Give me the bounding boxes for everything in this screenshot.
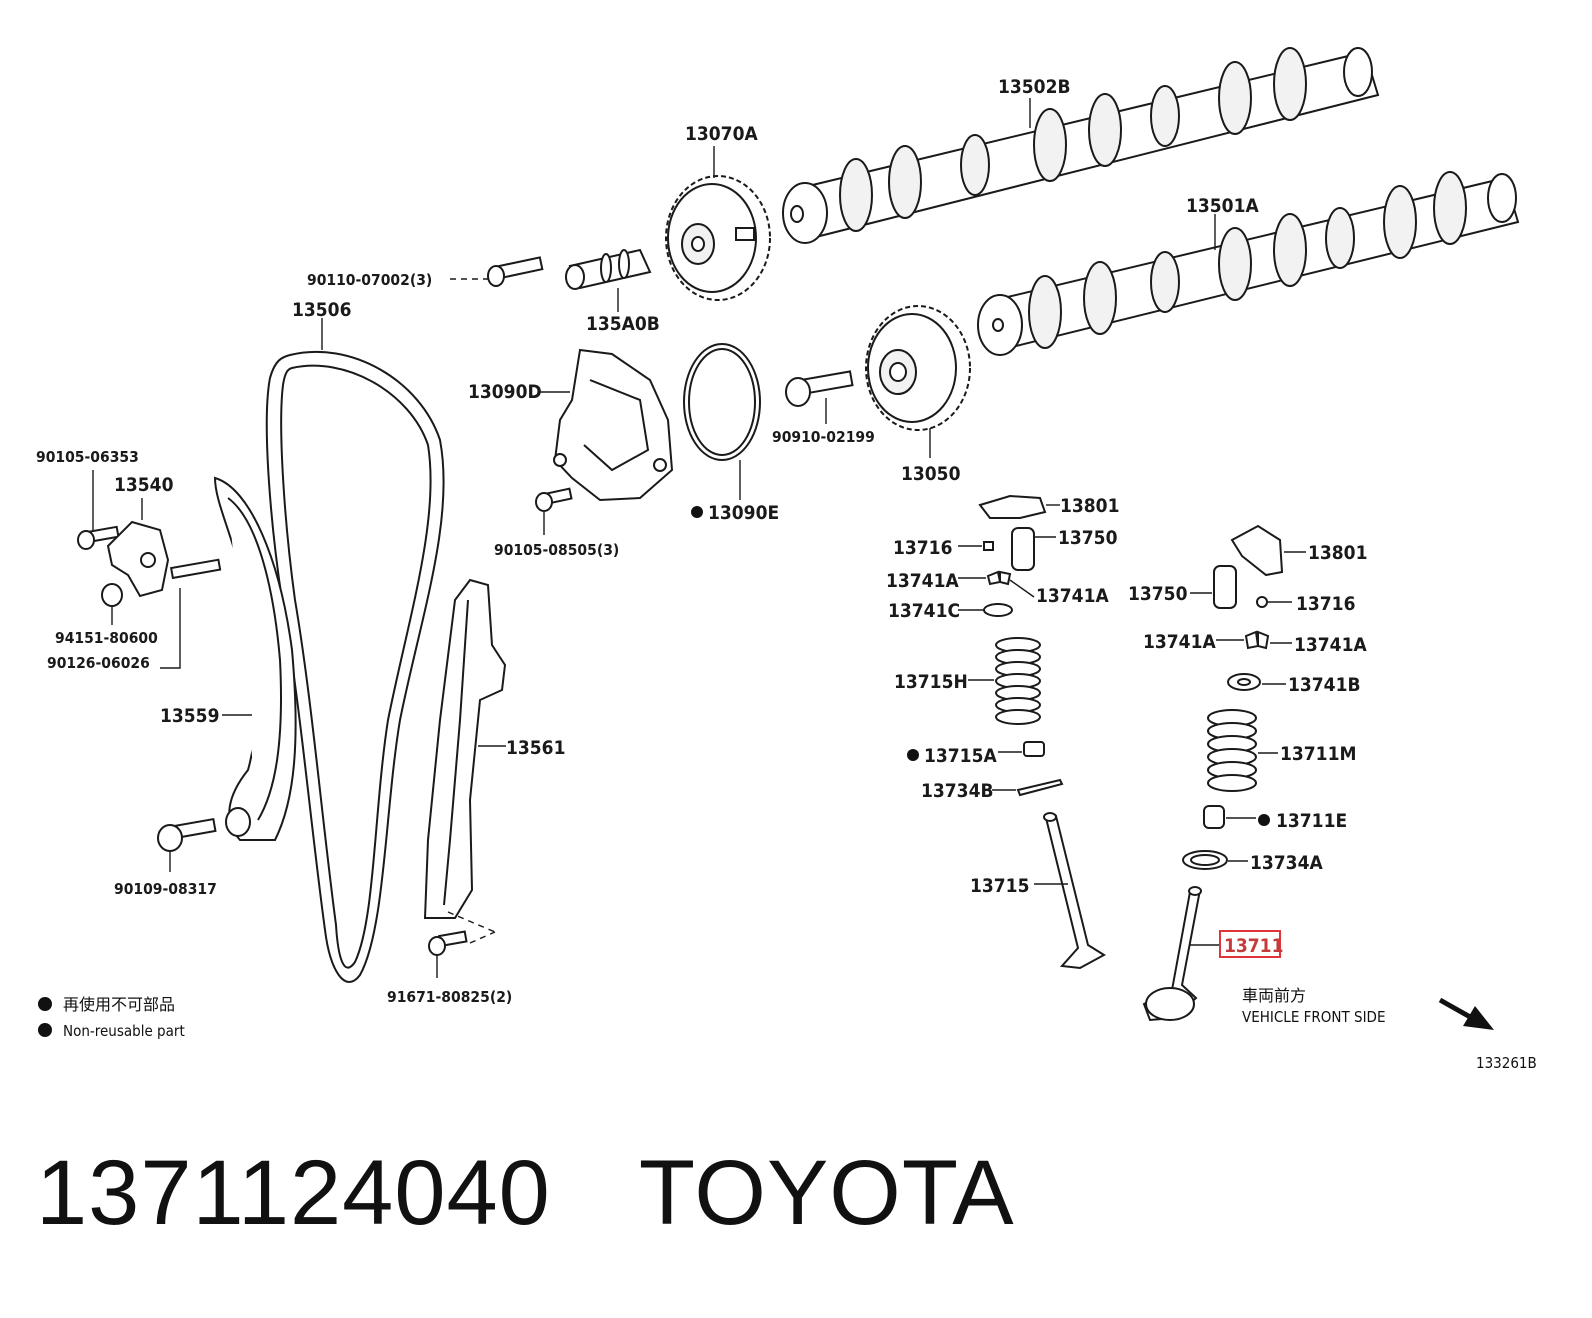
label-13750-right[interactable]: 13750 (1128, 583, 1188, 605)
direction-en: VEHICLE FRONT SIDE (1242, 1008, 1385, 1026)
non-reusable-dot-13711e (1258, 814, 1270, 826)
timing-chain-13506 (265, 318, 445, 983)
label-13741a-left-a[interactable]: 13741A (886, 570, 959, 592)
brand-name: TOYOTA (638, 1141, 1015, 1244)
label-91671-80825[interactable]: 91671-80825(2) (387, 988, 512, 1006)
label-13716-left[interactable]: 13716 (893, 537, 952, 559)
direction-jp: 車両前方 (1242, 986, 1306, 1005)
label-13090d[interactable]: 13090D (468, 381, 542, 403)
label-13715a[interactable]: 13715A (924, 745, 997, 767)
label-90110-07002[interactable]: 90110-07002(3) (307, 271, 432, 289)
chain-slipper-13559 (213, 476, 297, 841)
lifter-right (1213, 565, 1237, 609)
lifter-left (1011, 527, 1035, 571)
nut-94151-80600 (101, 583, 123, 607)
vvt-gear-13050 (865, 305, 971, 458)
valve-13711 (1142, 886, 1220, 1022)
label-13715h[interactable]: 13715H (894, 671, 968, 693)
chain-guide-13561 (423, 578, 507, 919)
label-13716-right[interactable]: 13716 (1296, 593, 1355, 615)
legend-jp: 再使用不可部品 (63, 995, 175, 1014)
camshaft-13502b (782, 47, 1380, 244)
legend-en: Non-reusable part (63, 1022, 185, 1040)
retainer-13741c (983, 603, 1013, 617)
label-13711[interactable]: 13711 (1224, 935, 1283, 957)
label-13561[interactable]: 13561 (506, 737, 565, 759)
label-13750-left[interactable]: 13750 (1058, 527, 1118, 549)
footer: 1371124040 TOYOTA (36, 1138, 1015, 1248)
label-13715[interactable]: 13715 (970, 875, 1029, 897)
label-13540[interactable]: 13540 (114, 474, 174, 496)
figure-id: 133261B (1476, 1054, 1537, 1072)
pad-left (983, 541, 994, 551)
highlight-box-13711 (1219, 930, 1281, 958)
leader-13741a-left-b (1009, 579, 1035, 598)
label-13711m[interactable]: 13711M (1280, 743, 1356, 765)
label-13734a[interactable]: 13734A (1250, 852, 1323, 874)
camshaft-13501a (977, 171, 1520, 356)
stud-90126-06026 (169, 558, 222, 580)
gasket-13090e (683, 343, 761, 500)
bolt-90109-08317 (157, 817, 217, 872)
non-reusable-dot-13715a (907, 749, 919, 761)
leader-90126 (160, 588, 181, 669)
label-90105-08505[interactable]: 90105-08505(3) (494, 541, 619, 559)
rocker-arm-left (978, 494, 1047, 519)
label-13506[interactable]: 13506 (292, 299, 351, 321)
label-13502b[interactable]: 13502B (998, 76, 1071, 98)
oil-control-valve-135a0b (565, 248, 652, 312)
label-135a0b[interactable]: 135A0B (586, 313, 660, 335)
label-13801-right[interactable]: 13801 (1308, 542, 1367, 564)
seat-13734b (1016, 778, 1064, 797)
label-94151-80600[interactable]: 94151-80600 (55, 629, 158, 647)
label-13801-left[interactable]: 13801 (1060, 495, 1119, 517)
non-reusable-dot-13090e (691, 506, 703, 518)
label-13741c[interactable]: 13741C (888, 600, 960, 622)
vvt-sprocket-13070a (665, 146, 771, 301)
rocker-arm-right (1230, 524, 1284, 577)
seat-13734a-inner (1190, 854, 1220, 866)
label-13741a-right-a[interactable]: 13741A (1143, 631, 1216, 653)
bolt-90110-07002 (450, 256, 544, 287)
parts-diagram: 13502B 13501A 13070A 90110-07002(3) (36, 47, 1537, 1072)
bolt-91671-80825 (428, 911, 496, 978)
label-13741a-right-b[interactable]: 13741A (1294, 634, 1367, 656)
label-13090e[interactable]: 13090E (708, 502, 779, 524)
legend-dot-en (38, 1023, 52, 1037)
label-13734b[interactable]: 13734B (921, 780, 994, 802)
spring-13711m (1207, 709, 1257, 792)
label-13559[interactable]: 13559 (160, 705, 219, 727)
label-90105-06353[interactable]: 90105-06353 (36, 448, 139, 466)
label-90109-08317[interactable]: 90109-08317 (114, 880, 217, 898)
label-13050[interactable]: 13050 (901, 463, 961, 485)
keepers-left (986, 570, 1012, 586)
direction-arrow-icon (1438, 997, 1494, 1030)
label-13501a[interactable]: 13501A (1186, 195, 1259, 217)
seal-13715a (1023, 741, 1045, 757)
label-13711e[interactable]: 13711E (1276, 810, 1347, 832)
retainer-13741b-hole (1237, 678, 1251, 686)
label-13070a[interactable]: 13070A (685, 123, 758, 145)
part-number: 1371124040 (36, 1141, 551, 1244)
seal-13711e (1203, 805, 1225, 829)
label-13741a-left-b[interactable]: 13741A (1036, 585, 1109, 607)
spring-13715h (995, 637, 1041, 725)
legend-dot-jp (38, 997, 52, 1011)
bolt-90105-06353 (77, 525, 120, 550)
keepers-right (1244, 630, 1270, 650)
label-90126-06026[interactable]: 90126-06026 (47, 654, 150, 672)
bolt-90105-08505 (535, 487, 573, 535)
pad-right (1256, 596, 1268, 608)
label-90910-02199[interactable]: 90910-02199 (772, 428, 875, 446)
label-13741b[interactable]: 13741B (1288, 674, 1361, 696)
valve-13715 (1034, 812, 1106, 970)
bolt-90910-02199 (785, 370, 854, 424)
vvt-cover-13090d (540, 348, 674, 502)
tensioner-13540 (106, 520, 170, 598)
